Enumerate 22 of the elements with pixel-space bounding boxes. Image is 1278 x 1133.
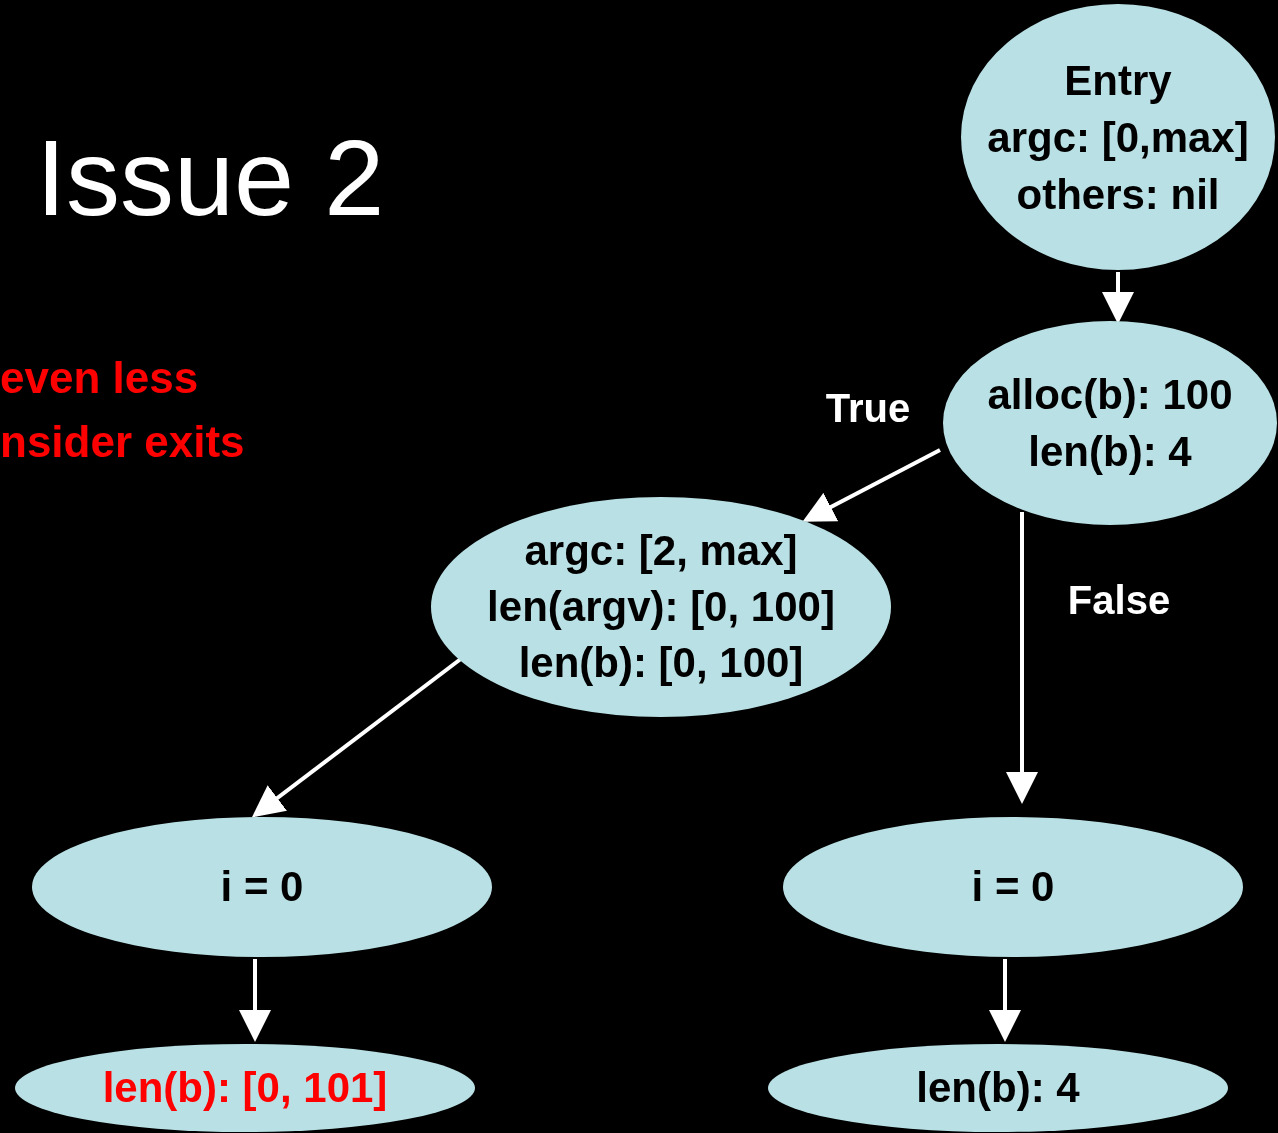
node-text: i = 0 <box>971 862 1055 912</box>
node-text: Entry <box>1064 55 1172 106</box>
node-text: alloc(b): 100 <box>987 370 1233 420</box>
node-text: len(b): 4 <box>1028 427 1192 477</box>
node-text: len(b): 4 <box>916 1063 1080 1113</box>
edge-label: True <box>825 385 911 432</box>
edge-label: False <box>1067 577 1171 624</box>
arrow <box>1102 272 1134 324</box>
note-text: even less <box>0 352 199 404</box>
arrow <box>239 959 271 1042</box>
node-text: i = 0 <box>220 862 304 912</box>
arrow <box>989 959 1021 1042</box>
node-text: len(argv): [0, 100] <box>487 582 835 632</box>
slide-title: Issue 2 <box>36 118 385 238</box>
node-text: argc: [0,max] <box>987 112 1249 163</box>
arrow <box>802 448 941 522</box>
note-text: nsider exits <box>0 416 245 468</box>
node-text: others: nil <box>1016 169 1220 220</box>
node-text: argc: [2, max] <box>524 526 798 576</box>
arrow <box>1006 512 1038 804</box>
node-text: len(b): [0, 101] <box>102 1063 388 1113</box>
node-text: len(b): [0, 100] <box>518 638 804 688</box>
